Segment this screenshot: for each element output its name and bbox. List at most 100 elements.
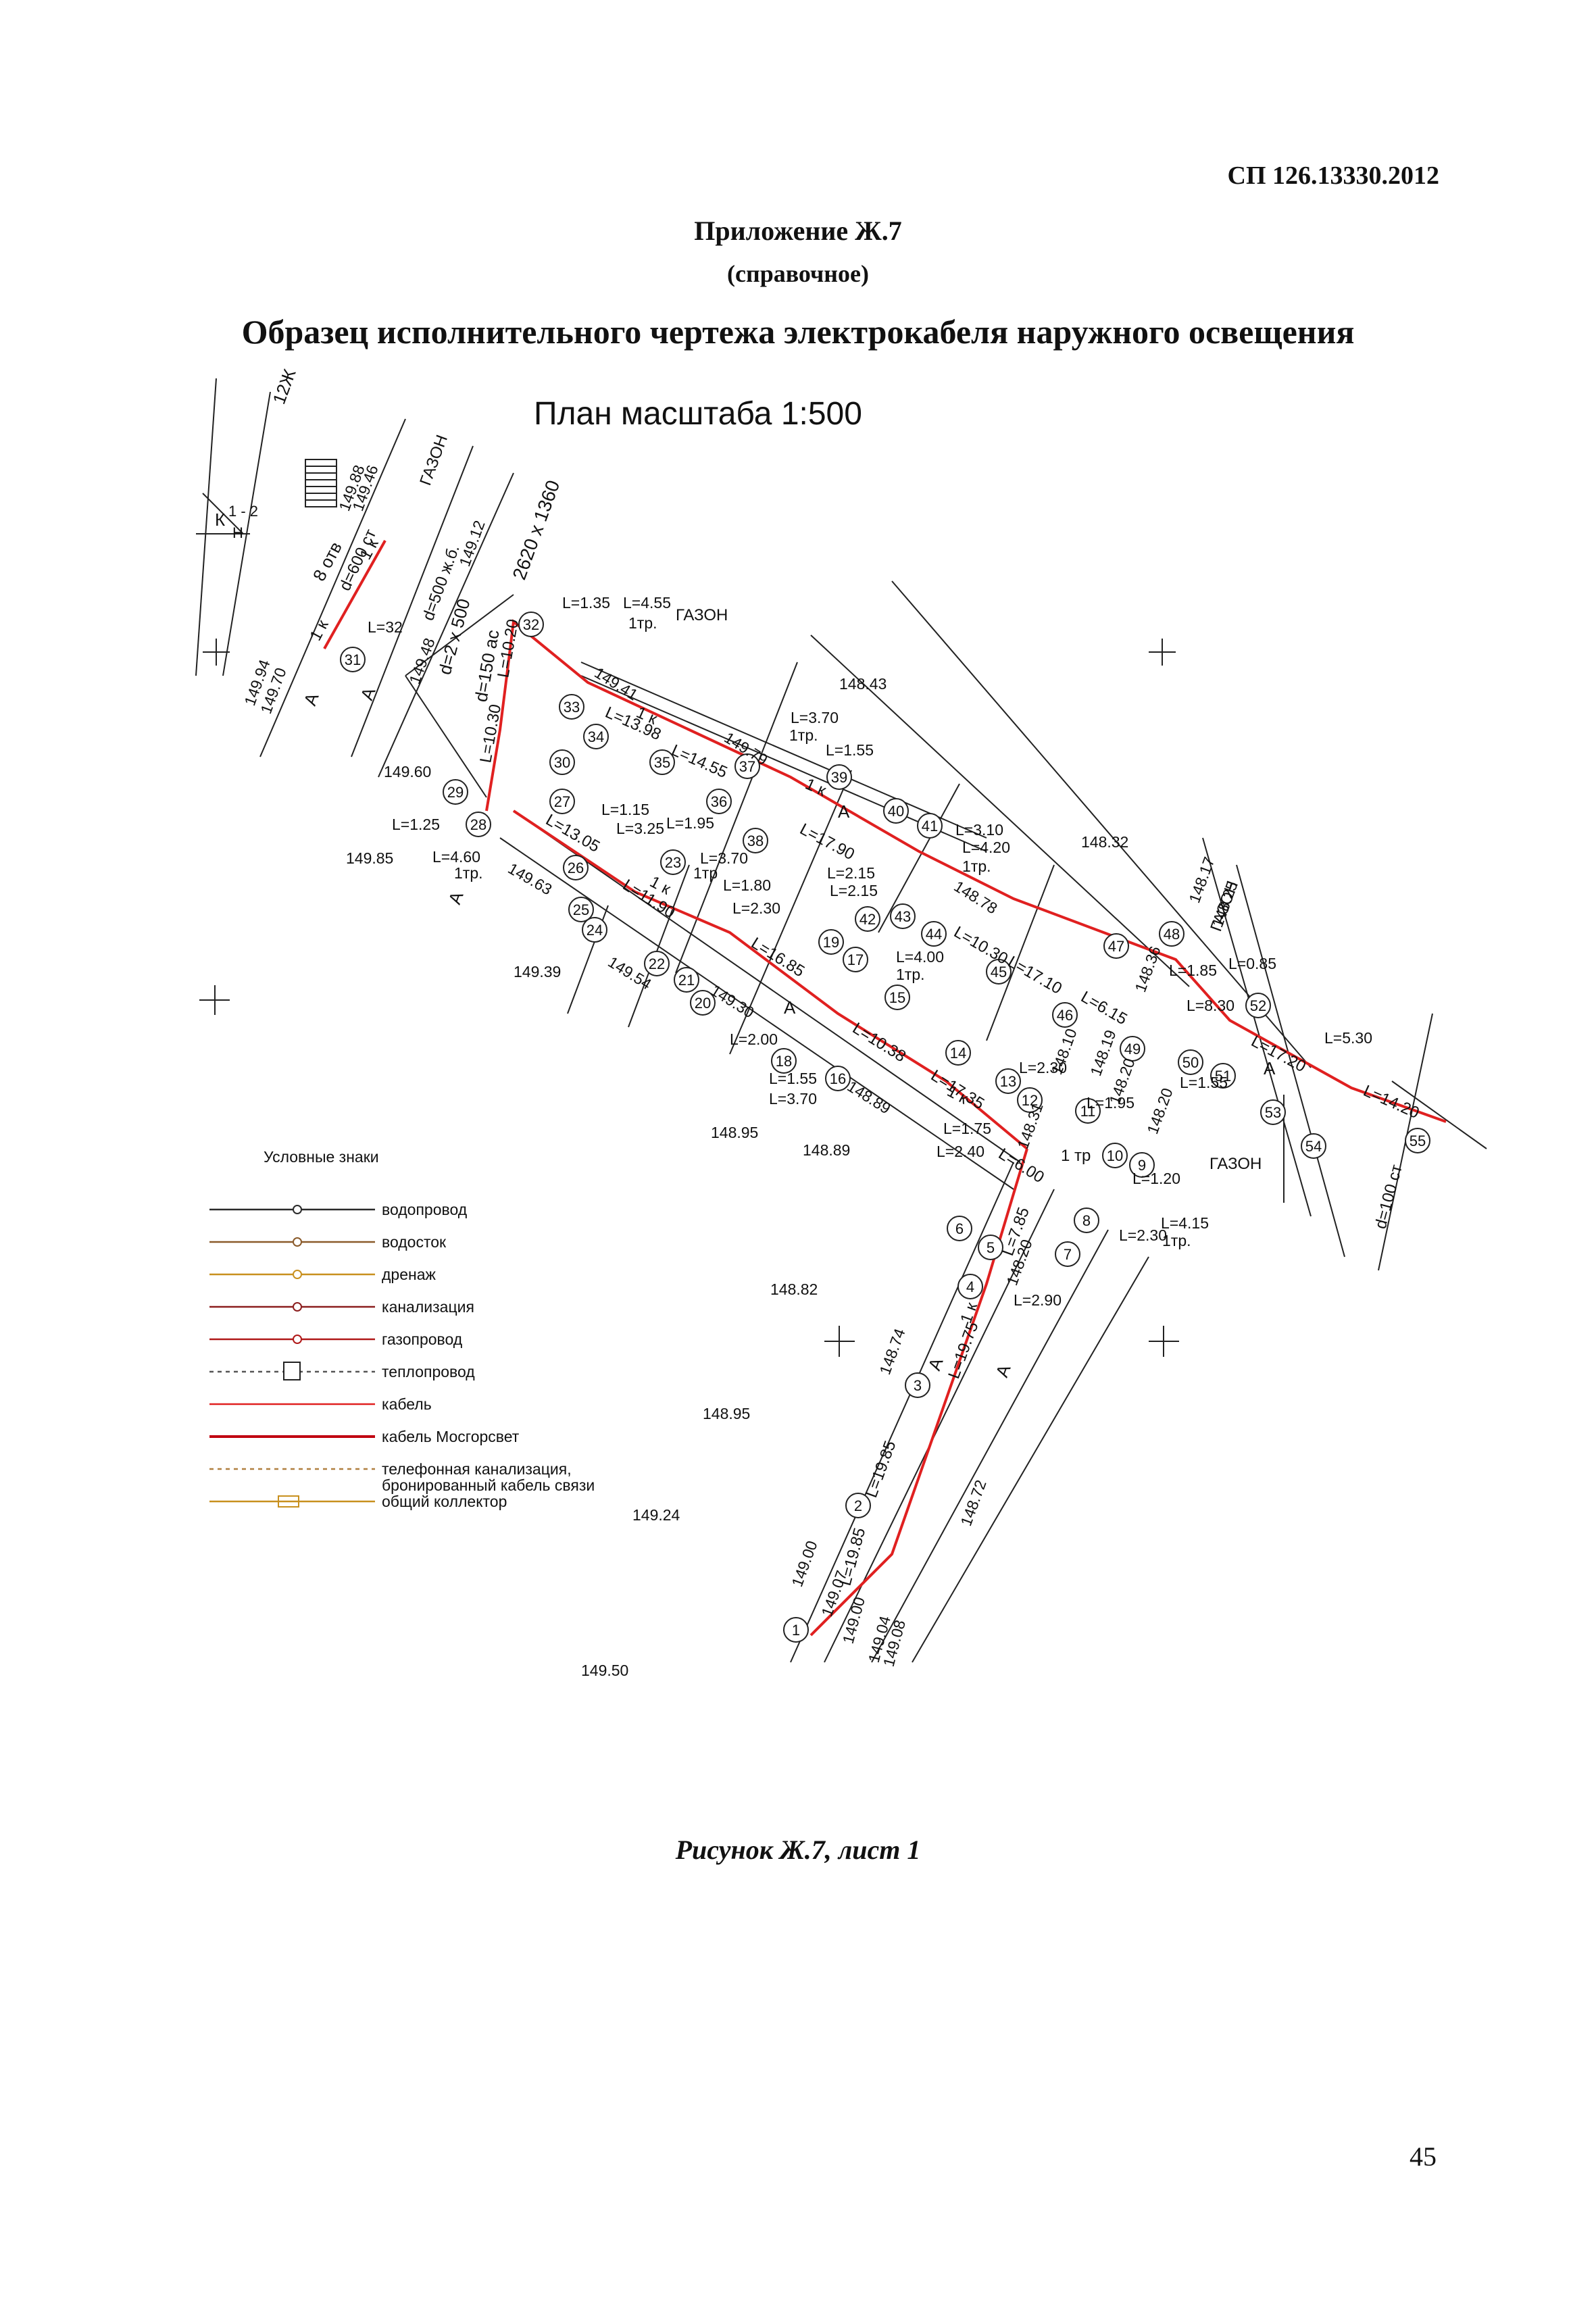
building-label: 12Ж [268,366,299,407]
section-numerator: 1 - 2 [228,503,258,520]
pit-24: 24 [582,917,607,943]
length-label: L=0.85 [1228,955,1276,972]
axis-a-2: А [356,684,379,703]
length-label: L=1.55 [769,1070,817,1087]
cable-length-label: L=17.10 [1005,953,1065,998]
cable-length-label: L=17.35 [928,1066,987,1113]
pit-number: 52 [1250,997,1266,1014]
pit-32: 32 [518,612,544,637]
pit-number: 42 [859,911,876,928]
length-label: L=4.00 [896,948,944,966]
pit-number: 22 [649,955,665,972]
pit-number: 46 [1057,1007,1073,1024]
pit-number: 41 [922,818,938,835]
pit-47: 47 [1103,933,1129,959]
length-label: L=3.70 [791,709,839,726]
elevation-label: 149.39 [514,963,561,980]
axis-a-3: А [444,889,467,907]
pit-number: 21 [678,972,695,989]
pit-number: 51 [1215,1068,1231,1085]
length-label: L=3.70 [700,849,748,867]
pit-25: 25 [568,897,594,922]
pit-46: 46 [1052,1002,1078,1028]
pit-23: 23 [660,849,686,875]
pit-1: 1 [783,1617,809,1643]
pit-38: 38 [743,828,768,853]
pit-51: 51 [1210,1063,1236,1089]
pit-number: 4 [966,1278,974,1295]
pit-number: 28 [470,816,487,833]
elevation-label: 149.00 [788,1539,820,1589]
axis-a-1: А [299,690,322,708]
pit-18: 18 [771,1048,797,1074]
elevation-label: 148.82 [770,1280,818,1298]
plan-drawing: План масштаба 1:500 [195,366,1487,1679]
pipe-100-label: d=100 ст [1372,1163,1406,1231]
axis-a-5: А [784,997,796,1018]
pit-6: 6 [947,1216,972,1241]
pit-number: 47 [1108,938,1124,955]
pit-number: 15 [889,989,905,1006]
axis-a-7: А [924,1355,947,1373]
pit-number: 53 [1265,1104,1281,1121]
pit-55: 55 [1405,1128,1430,1153]
pit-number: 5 [987,1239,995,1256]
pit-49: 49 [1120,1036,1145,1062]
pit-number: 6 [955,1220,964,1237]
pit-12: 12 [1017,1087,1043,1113]
lawn-label-top-vertical: ГАЗОН [416,432,451,488]
pit-number: 25 [573,901,589,918]
length-label: L=2.40 [937,1143,984,1160]
pit-number: 32 [523,616,539,633]
legend-item: дренаж [209,1266,436,1283]
pit-number: 31 [345,651,361,668]
elevation-label: 148.25 [1208,879,1241,930]
pit-number: 54 [1305,1138,1322,1155]
legend-label: водосток [382,1233,447,1251]
legend-label-2: бронированный кабель связи [382,1476,595,1494]
plan-scale-title: План масштаба 1:500 [534,396,862,432]
pit-number: 11 [1080,1103,1096,1120]
pit-number: 19 [823,934,839,951]
elevation-label: 149.12 [455,518,488,569]
axis-a-8: А [991,1362,1014,1380]
pit-43: 43 [890,903,916,929]
legend-label: водопровод [382,1201,468,1218]
pit-13: 13 [995,1068,1021,1094]
length-label: L=3.70 [769,1090,817,1107]
cable-length-label: L=10.20 [494,618,522,679]
pit-26: 26 [563,855,589,880]
length-label: 1тр. [454,864,483,882]
length-label: L=4.60 [432,848,480,866]
length-label: 1тр. [789,726,818,744]
pit-37: 37 [734,753,760,779]
pit-number: 18 [776,1053,792,1070]
legend-item: кабель Мосгорсвет [209,1428,520,1445]
pit-number: 30 [554,754,570,771]
pit-42: 42 [855,906,880,932]
pit-28: 28 [466,812,491,837]
box-2620-label: 2620 x 1360 [509,478,564,582]
elevation-label: 148.95 [703,1405,750,1422]
pit-number: 48 [1164,926,1180,943]
pit-34: 34 [583,724,609,749]
cable-length-label: L=6.00 [995,1145,1047,1187]
pit-number: 10 [1107,1147,1123,1164]
pit-number: 33 [564,699,580,716]
legend-item: водопровод [209,1201,468,1218]
pit-number: 7 [1064,1246,1072,1263]
axis-a-4: А [838,801,850,822]
length-label: L=3.10 [955,821,1003,839]
grid-crosses [199,639,1179,1357]
pit-number: 50 [1182,1054,1199,1071]
pit-number: 26 [568,860,584,876]
elevation-label: 149.60 [384,763,431,780]
length-label: 1тр. [962,857,991,875]
pit-44: 44 [921,921,947,947]
pit-21: 21 [674,967,699,993]
legend-item: газопровод [209,1330,463,1348]
elevation-label: 148.43 [839,675,887,693]
pit-number: 37 [739,758,755,775]
pit-3: 3 [905,1372,930,1398]
pit-number: 23 [665,854,681,871]
